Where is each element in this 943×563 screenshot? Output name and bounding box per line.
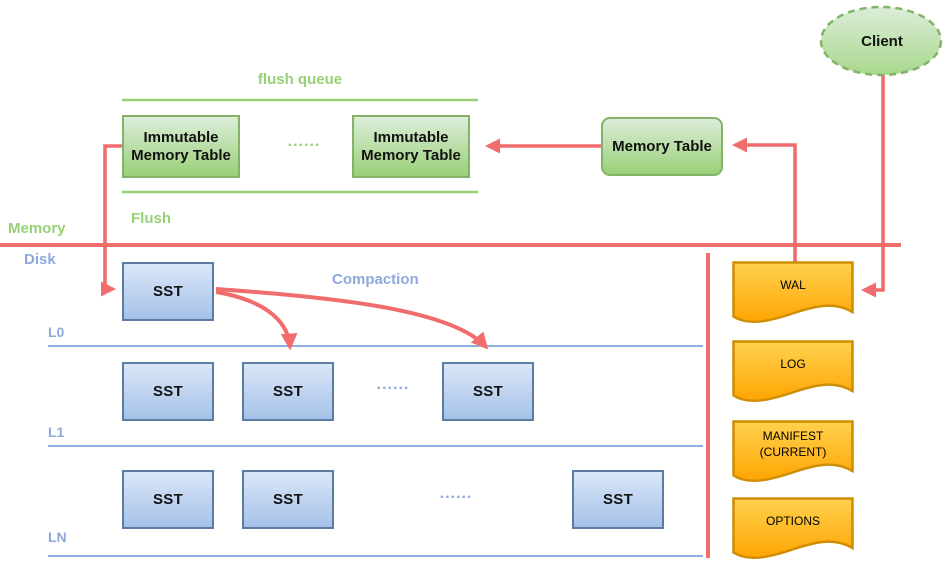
manifest-document-shape (732, 420, 854, 482)
disk-label: Disk (24, 251, 56, 268)
manifest-label: MANIFEST (CURRENT) (759, 429, 827, 459)
immutable-memory-table-2: Immutable Memory Table (352, 115, 470, 178)
client-label: Client (861, 32, 903, 50)
options-document-shape (732, 497, 854, 559)
sst-box-l1-3: SST (442, 362, 534, 421)
level-label-ln: LN (48, 529, 67, 545)
log-document: LOG (732, 340, 854, 408)
wal-document: WAL (732, 261, 854, 329)
immutable-to-sst-flush-arrow (100, 144, 122, 297)
wal-label: WAL (780, 278, 806, 293)
wal-to-memory-table-arrow (731, 137, 797, 263)
flush-queue-ellipsis: ...... (287, 133, 321, 150)
manifest-document: MANIFEST (CURRENT) (732, 420, 854, 488)
compaction-arrow-2 (215, 287, 489, 350)
memory-table: Memory Table (601, 117, 723, 176)
immutable-memory-table-1: Immutable Memory Table (122, 115, 240, 178)
sst-box-ln-3: SST (572, 470, 664, 529)
options-label: OPTIONS (765, 514, 820, 529)
sst-box-ln-2: SST (242, 470, 334, 529)
level-label-l0: L0 (48, 324, 65, 340)
flush-queue-label: flush queue (257, 71, 343, 88)
ln-ellipsis: ...... (439, 485, 473, 502)
sst-box-l0: SST (122, 262, 214, 321)
options-document: OPTIONS (732, 497, 854, 563)
sst-box-l1-2: SST (242, 362, 334, 421)
level-label-l1: L1 (48, 424, 65, 440)
wal-document-shape (732, 261, 854, 323)
compaction-label: Compaction (332, 271, 419, 288)
memory-label: Memory (8, 220, 66, 237)
sst-box-l1-1: SST (122, 362, 214, 421)
log-document-shape (732, 340, 854, 402)
log-label: LOG (780, 357, 806, 372)
l1-ellipsis: ...... (376, 376, 410, 393)
flush-label: Flush (131, 210, 171, 227)
client-to-wal-arrow (860, 72, 885, 298)
sst-box-ln-1: SST (122, 470, 214, 529)
compaction-arrow-1 (215, 290, 298, 351)
